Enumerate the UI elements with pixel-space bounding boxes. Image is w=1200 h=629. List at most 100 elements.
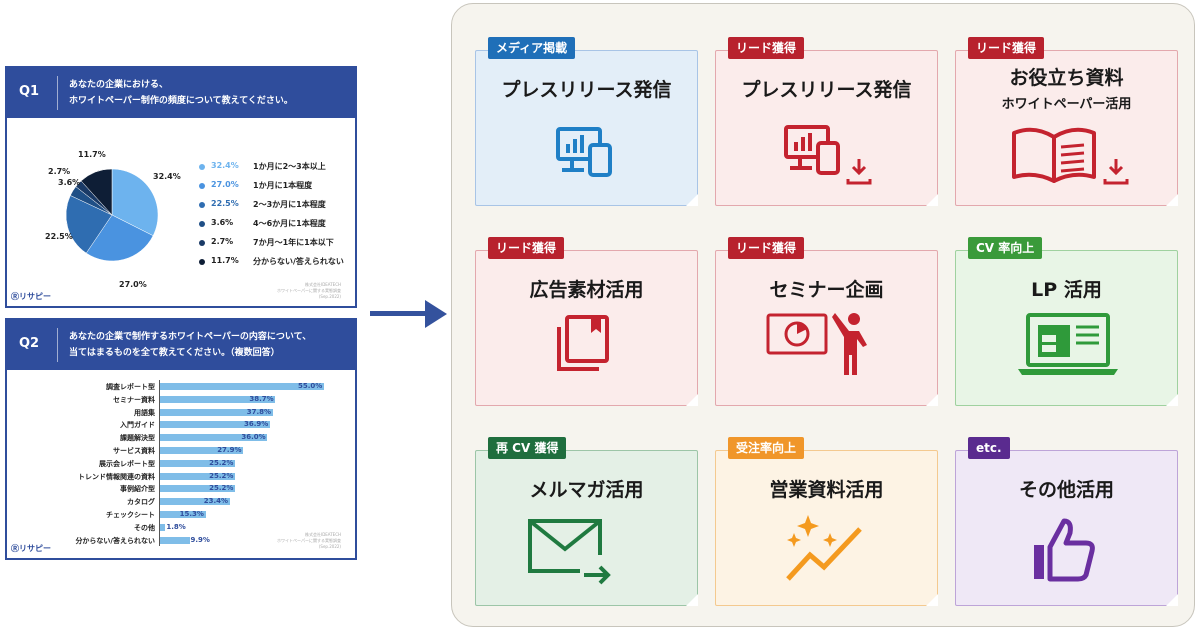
q2-divider (57, 328, 58, 362)
usage-card-tag: リード獲得 (968, 37, 1045, 59)
usage-card-title: 営業資料活用 (769, 479, 884, 501)
usage-card: リード獲得セミナー企画 (715, 237, 939, 407)
usage-card-title: プレスリリース発信 (741, 79, 912, 101)
flow-arrow-line (370, 311, 428, 316)
legend-value: 11.7% (211, 256, 239, 265)
legend-value: 3.6% (211, 218, 234, 227)
pie-slice (80, 168, 113, 216)
mail-send-icon (476, 451, 699, 607)
q1-question: あなたの企業における、 ホワイトペーパー制作の頻度について教えてください。 (69, 77, 293, 109)
bar-value-label: 25.2% (209, 484, 234, 493)
card-corner-fold (926, 194, 938, 206)
bar-value-label: 37.8% (246, 407, 271, 416)
bar-value-label: 25.2% (209, 471, 234, 480)
legend-value: 22.5% (211, 199, 239, 208)
card-corner-fold (686, 394, 698, 406)
card-corner-fold (926, 394, 938, 406)
bar (160, 383, 324, 390)
usage-card-title: セミナー企画 (769, 279, 884, 301)
usage-card-tag: リード獲得 (488, 237, 565, 259)
legend-label: 4〜6か月に1本程度 (253, 219, 326, 228)
legend-value: 32.4% (211, 161, 239, 170)
bar (160, 472, 236, 480)
usage-card-tag: メディア掲載 (488, 37, 576, 59)
bar (160, 447, 244, 454)
bar-category-label: 入門ガイド (120, 421, 155, 430)
q2-brand-name: リサピー (19, 544, 51, 553)
thumbs-up-icon (956, 451, 1179, 607)
monitor-download-icon (716, 51, 939, 207)
bar (160, 459, 236, 467)
q1-brand-name: リサピー (19, 292, 51, 301)
sparkle-trend-icon (716, 451, 939, 607)
bar-category-label: トレンド情報関連の資料 (78, 472, 155, 481)
q1-note-line2: ホワイトペーパーに関する実態調査 (277, 288, 341, 293)
bar-category-label: セミナー資料 (113, 395, 155, 404)
q1-question-line2: ホワイトペーパー制作の頻度について教えてください。 (69, 96, 293, 106)
bar-category-label: 事例紹介型 (120, 485, 155, 494)
q2-note-line1: 株式会社IDEATECH (305, 532, 341, 537)
pie-value-label: 22.5% (45, 232, 73, 241)
usage-card-title: プレスリリース発信 (501, 79, 672, 101)
legend-dot (199, 221, 205, 227)
presenter-icon (716, 251, 939, 407)
bar (160, 395, 276, 403)
q2-brand: Ⓡリサピー (11, 543, 51, 554)
usage-card: CV 率向上 LP 活用 (955, 237, 1179, 407)
legend-dot (199, 259, 205, 265)
legend-label: 分からない/答えられない (253, 257, 344, 266)
bar-category-label: 課題解決型 (120, 434, 155, 443)
bar-value-label: 15.3% (179, 510, 204, 518)
usage-card-tag: CV 率向上 (968, 237, 1043, 259)
usage-card-title: 広告素材活用 (529, 279, 644, 301)
bar-category-label: その他 (134, 523, 155, 532)
legend-dot (199, 202, 205, 208)
usage-card-tag: etc. (968, 437, 1010, 459)
bar-category-label: サービス資料 (113, 447, 155, 455)
usage-card: リード獲得プレスリリース発信 (715, 37, 939, 207)
bar-category-label: 分からない/答えられない (75, 536, 155, 545)
usage-card: 受注率向上営業資料活用 (715, 437, 939, 607)
card-corner-fold (1166, 394, 1178, 406)
q1-note-line1: 株式会社IDEATECH (305, 282, 341, 287)
usage-card: 再 CV 獲得メルマガ活用 (475, 437, 699, 607)
book-download-icon (956, 51, 1179, 207)
q1-brand: Ⓡリサピー (11, 291, 51, 302)
copy-bookmark-icon (476, 251, 699, 407)
bar-category-label: 調査レポート型 (106, 383, 155, 391)
bar-value-label: 25.2% (209, 458, 234, 467)
bar-axis (159, 380, 160, 546)
q2-source-note: 株式会社IDEATECH ホワイトペーパーに関する実態調査 (Sep.2022) (261, 532, 341, 550)
usage-card-title: お役立ち資料 (1009, 67, 1124, 89)
q2-question-line2: 当てはまるものを全て教えてください。（複数回答） (69, 348, 280, 358)
q2-question-line1: あなたの企業で制作するホワイトペーパーの内容について、 (69, 332, 312, 342)
bar-value-label: 36.9% (244, 420, 269, 429)
bar-value-label: 27.9% (217, 446, 242, 454)
q1-question-line1: あなたの企業における、 (69, 80, 169, 90)
legend-label: 1か月に1本程度 (253, 181, 313, 190)
usage-card-title: LP 活用 (1031, 279, 1102, 301)
bar (160, 408, 273, 416)
legend-dot (199, 183, 205, 189)
usage-card-tag: 受注率向上 (728, 437, 805, 459)
legend-label: 2〜3か月に1本程度 (253, 200, 326, 209)
laptop-page-icon (956, 251, 1179, 407)
monitor-devices-icon (476, 51, 699, 207)
bar (160, 485, 236, 493)
legend-dot (199, 240, 205, 246)
pie-value-label: 32.4% (153, 172, 181, 181)
bar-category-label: カタログ (127, 498, 155, 507)
legend-label: 1か月に2〜3本以上 (253, 162, 326, 171)
q1-source-note: 株式会社IDEATECH ホワイトペーパーに関する実態調査 (Sep.2022) (261, 282, 341, 300)
bar (160, 421, 271, 429)
pie-value-label: 27.0% (119, 280, 147, 289)
q1-label: Q1 (19, 84, 40, 99)
usage-card: etc.その他活用 (955, 437, 1179, 607)
q1-header: Q1 あなたの企業における、 ホワイトペーパー制作の頻度について教えてください。 (7, 68, 355, 118)
card-corner-fold (1166, 594, 1178, 606)
usage-card-subtitle: ホワイトペーパー活用 (1001, 97, 1132, 112)
card-corner-fold (1166, 194, 1178, 206)
q2-question: あなたの企業で制作するホワイトペーパーの内容について、 当てはまるものを全て教え… (69, 329, 311, 361)
brand-logo-icon: Ⓡ (11, 544, 19, 553)
card-corner-fold (686, 194, 698, 206)
